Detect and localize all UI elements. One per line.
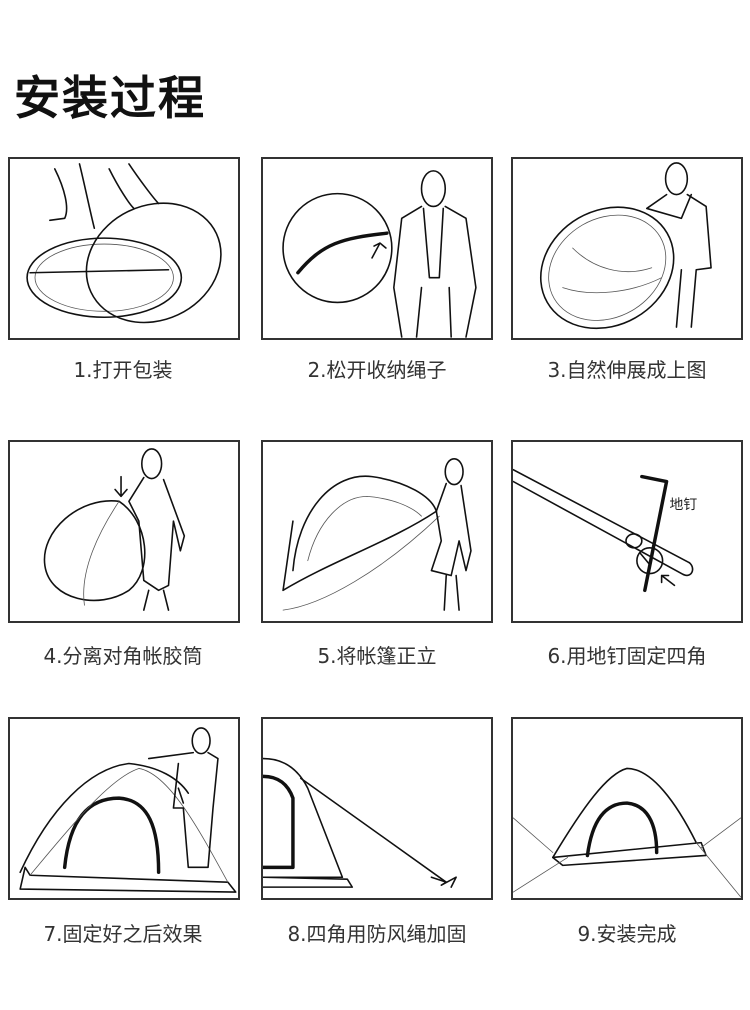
guy-rope-sketch [263,757,457,888]
step-4-caption: 4.分离对角帐胶筒 [43,644,203,668]
step-6-illustration: 地钉 [511,440,743,623]
step-1-illustration [8,157,240,340]
step-3-caption: 3.自然伸展成上图 [547,358,707,382]
page-title: 安装过程 [14,71,206,125]
tent-fixed-sketch [19,727,237,893]
ground-stake-label: 地钉 [670,497,698,513]
step-6-caption: 6.用地钉固定四角 [547,644,707,668]
step-9-illustration [511,717,743,900]
separate-corners-sketch [43,448,186,611]
unpack-bag-sketch [26,163,222,324]
step-5-illustration [261,440,493,623]
step-8-illustration [261,717,493,900]
step-9-caption: 9.安装完成 [577,922,677,946]
step-7-caption: 7.固定好之后效果 [43,922,203,946]
ground-stake-sketch: 地钉 [513,468,698,593]
tent-upright-sketch [282,458,472,611]
step-2-illustration [261,157,493,340]
step-3-illustration [511,157,743,340]
step-4-illustration [8,440,240,623]
step-8-caption: 8.四角用防风绳加固 [287,922,467,946]
step-2-caption: 2.松开收纳绳子 [307,358,447,382]
release-strap-sketch [282,170,477,338]
step-1-caption: 1.打开包装 [73,358,173,382]
step-7-illustration [8,717,240,900]
step-5-caption: 5.将帐篷正立 [317,644,437,668]
tent-unfold-sketch [539,162,712,330]
tent-complete-sketch [513,767,741,898]
